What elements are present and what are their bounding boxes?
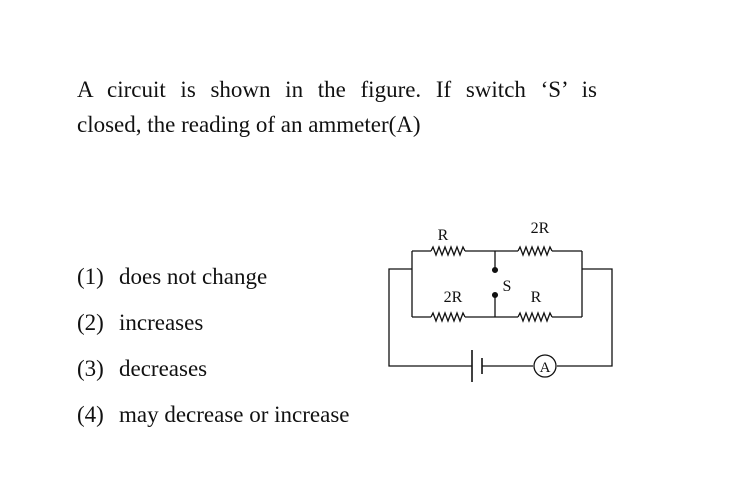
bottom-right-resistor-label: R bbox=[531, 289, 542, 306]
ammeter-symbol bbox=[533, 354, 557, 378]
question-line-2: closed, the reading of an ammeter(A) bbox=[77, 112, 421, 137]
option-1-number: (1) bbox=[77, 264, 104, 289]
option-4[interactable]: (4) may decrease or increase bbox=[77, 397, 350, 443]
option-1-text: does not change bbox=[119, 264, 268, 289]
bottom-right-resistor-symbol bbox=[517, 311, 553, 323]
question-line-1: A circuit is shown in the figure. If swi… bbox=[77, 77, 597, 102]
circuit-diagram: R 2R 2R R S A bbox=[388, 220, 613, 382]
option-2[interactable]: (2) increases bbox=[77, 305, 350, 351]
option-2-text: increases bbox=[119, 310, 204, 335]
option-4-number: (4) bbox=[77, 402, 104, 427]
option-4-text: may decrease or increase bbox=[119, 402, 350, 427]
options-list: (1) does not change (2) increases (3) decre… bbox=[77, 259, 350, 443]
bottom-left-resistor-label: 2R bbox=[444, 289, 463, 306]
switch-contact-bottom bbox=[491, 291, 499, 299]
switch-label: S bbox=[503, 278, 512, 295]
option-2-number: (2) bbox=[77, 310, 104, 335]
switch-contact-top bbox=[491, 266, 499, 274]
option-3-text: decreases bbox=[119, 356, 208, 381]
top-left-resistor-symbol bbox=[430, 245, 466, 257]
top-left-resistor-label: R bbox=[438, 227, 449, 244]
ammeter-label: A bbox=[540, 360, 551, 376]
outer-left-wire bbox=[388, 268, 472, 367]
outer-right-wire bbox=[557, 268, 613, 367]
top-right-resistor-symbol bbox=[517, 245, 553, 257]
bottom-left-resistor-symbol bbox=[430, 311, 466, 323]
question-text: A circuit is shown in the figure. If swi… bbox=[77, 72, 597, 142]
option-1[interactable]: (1) does not change bbox=[77, 259, 350, 305]
top-right-resistor-label: 2R bbox=[531, 220, 550, 237]
option-3-number: (3) bbox=[77, 356, 104, 381]
option-3[interactable]: (3) decreases bbox=[77, 351, 350, 397]
